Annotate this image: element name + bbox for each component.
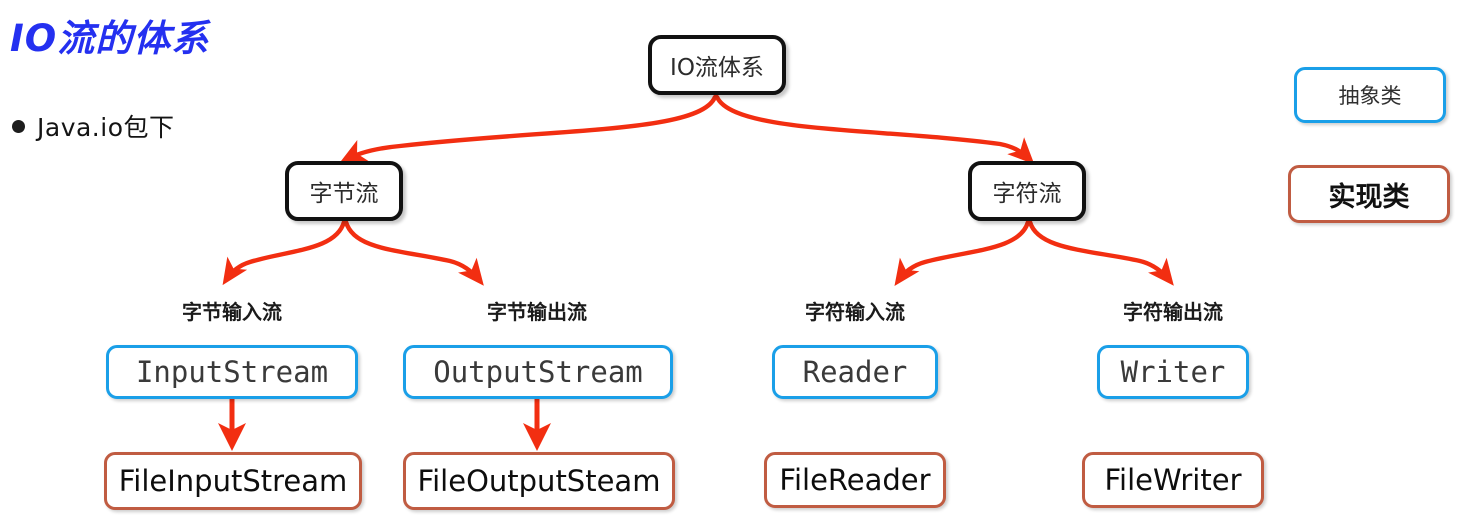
edge-byte-to-byte-input xyxy=(222,219,347,286)
node-byte-stream[interactable]: 字节流 xyxy=(285,161,403,221)
legend-abstract-class: 抽象类 xyxy=(1294,67,1446,123)
node-impl-fileoutputsteam[interactable]: FileOutputSteam xyxy=(403,452,675,510)
caption-byte-input-stream: 字节输入流 xyxy=(182,300,282,324)
bullet-item: Java.io包下 xyxy=(12,108,175,144)
node-label: OutputStream xyxy=(433,355,643,389)
node-abstract-writer[interactable]: Writer xyxy=(1097,345,1249,399)
node-label: FileInputStream xyxy=(118,464,348,498)
page-title: IO流的体系 xyxy=(10,17,210,60)
node-label: 字节流 xyxy=(309,181,379,207)
caption-byte-output-stream: 字节输出流 xyxy=(487,300,587,324)
node-label: FileReader xyxy=(779,463,931,497)
node-label: FileWriter xyxy=(1104,463,1242,497)
caption-char-input-stream: 字符输入流 xyxy=(805,300,905,324)
node-label: Reader xyxy=(802,355,908,389)
node-label: IO流体系 xyxy=(670,55,764,81)
node-impl-fileinputstream[interactable]: FileInputStream xyxy=(104,452,362,510)
legend-implementation-class: 实现类 xyxy=(1288,165,1450,223)
edge-byte-to-byte-output xyxy=(343,219,484,286)
edge-char-to-char-output xyxy=(1027,219,1174,286)
bullet-item-label: Java.io包下 xyxy=(37,113,175,142)
caption-char-output-stream: 字符输出流 xyxy=(1123,300,1223,324)
node-label: Writer xyxy=(1120,355,1226,389)
legend-label: 抽象类 xyxy=(1338,84,1402,108)
node-char-stream[interactable]: 字符流 xyxy=(968,161,1086,221)
node-abstract-outputstream[interactable]: OutputStream xyxy=(403,345,673,399)
node-root-io-stream-system[interactable]: IO流体系 xyxy=(648,35,786,95)
edge-root-to-char-stream xyxy=(714,94,1035,165)
node-label: 字符流 xyxy=(992,181,1062,207)
node-abstract-reader[interactable]: Reader xyxy=(772,345,938,399)
node-impl-filereader[interactable]: FileReader xyxy=(764,452,946,508)
node-abstract-inputstream[interactable]: InputStream xyxy=(106,345,358,399)
node-impl-filewriter[interactable]: FileWriter xyxy=(1082,452,1264,508)
edge-char-to-char-input xyxy=(894,219,1031,287)
edge-root-to-byte-stream xyxy=(339,94,718,163)
legend-label: 实现类 xyxy=(1328,181,1410,213)
node-label: FileOutputSteam xyxy=(417,464,661,498)
node-label: InputStream xyxy=(135,355,329,389)
bullet-dot-icon xyxy=(12,119,25,133)
